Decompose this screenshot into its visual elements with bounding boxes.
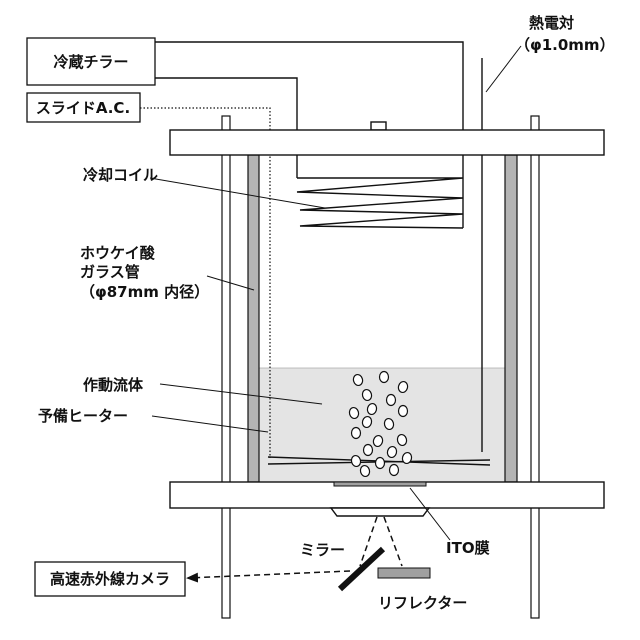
reflector-label: リフレクター — [378, 594, 467, 612]
cooling-coil-leader — [150, 178, 325, 208]
cooling-coil-label: 冷却コイル — [83, 166, 158, 184]
bubble — [364, 445, 373, 456]
chiller-supply-line — [155, 42, 463, 178]
bubble — [376, 458, 385, 469]
thermocouple-label: 熱電対 — [529, 14, 574, 32]
bubble — [387, 395, 396, 406]
mirror — [340, 549, 383, 589]
ito-film-label: ITO膜 — [446, 539, 490, 557]
glass-tube-label-line2: ガラス管 — [80, 263, 140, 281]
bubble — [380, 372, 389, 383]
working-fluid-label: 作動流体 — [83, 376, 144, 394]
glass-tube-left-wall — [248, 155, 259, 482]
top-flange — [170, 130, 604, 155]
reflector-plate — [378, 568, 430, 578]
mirror-label: ミラー — [300, 541, 345, 559]
right-tie-rod — [531, 116, 539, 618]
camera-label: 高速赤外線カメラ — [50, 570, 170, 588]
ito-window-holder — [331, 508, 429, 516]
top-flange-knob — [371, 122, 386, 130]
thermocouple-spec: （φ1.0mm） — [515, 36, 615, 54]
thermocouple-leader — [486, 46, 521, 92]
bubble — [390, 465, 399, 476]
cooling-coil — [297, 178, 463, 228]
preheater-label: 予備ヒーター — [38, 407, 128, 425]
glass-tube-label-line1: ホウケイ酸 — [80, 244, 156, 262]
bubble — [352, 428, 361, 439]
ito-film — [334, 482, 426, 486]
bubble — [399, 406, 408, 417]
slide-ac-label: スライドA.C. — [36, 99, 130, 117]
camera-view-arrow — [188, 571, 350, 578]
chiller-label: 冷蔵チラー — [53, 53, 128, 71]
glass-tube-label-line3: （φ87mm 内径） — [80, 283, 209, 301]
glass-tube-right-wall — [505, 155, 517, 482]
optical-path-right — [384, 517, 402, 566]
